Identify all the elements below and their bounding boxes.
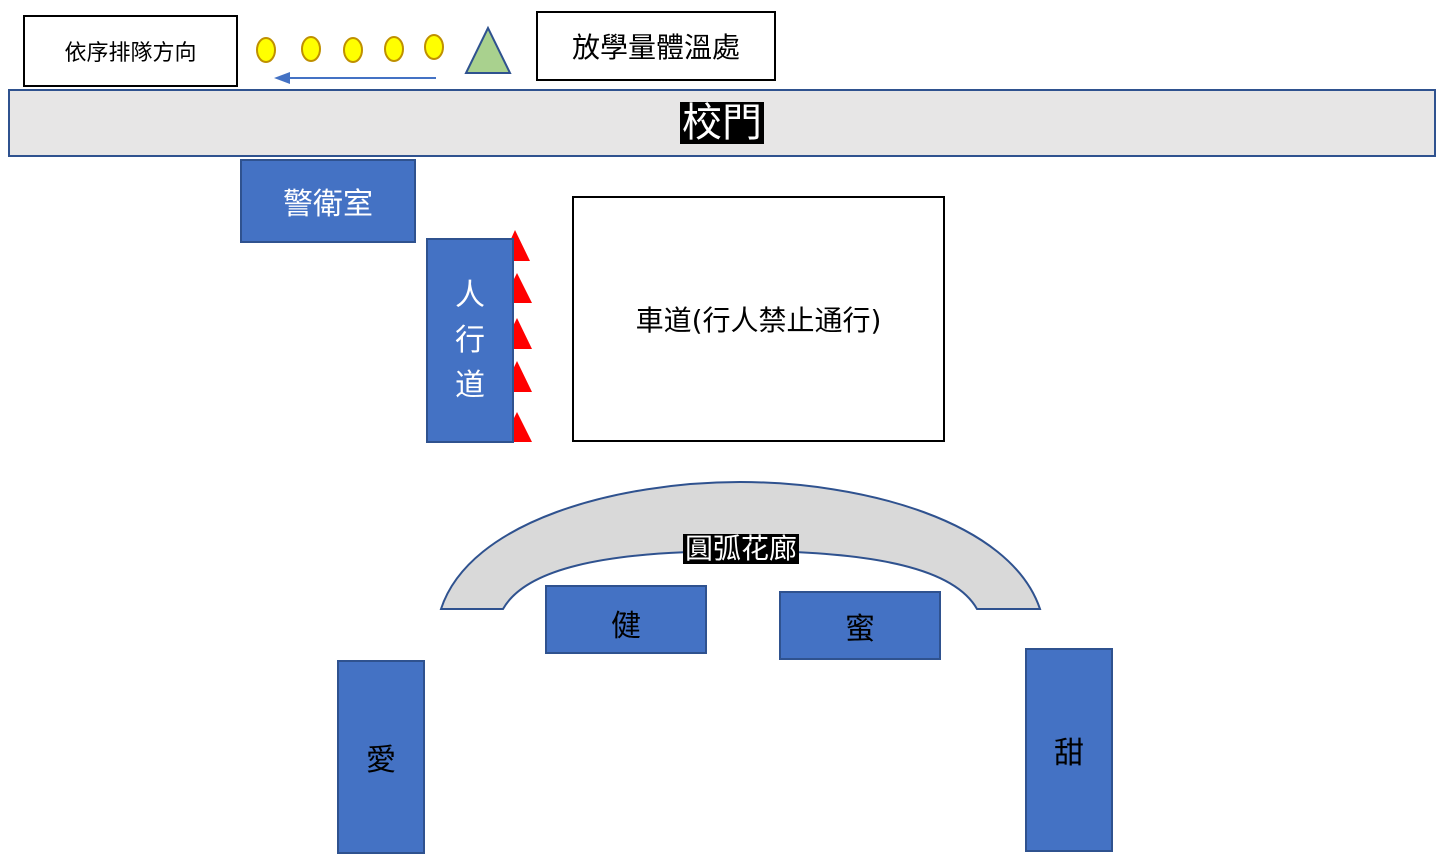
sidewalk: 人 行 道 [426,238,514,443]
school-gate: 校門 [8,89,1436,157]
building-mi-label: 蜜 [845,612,875,647]
building-jian-label: 健 [611,609,641,644]
temp-station-triangle-icon [464,25,512,74]
driveway-label: 車道(行人禁止通行) [635,304,882,337]
queue-dot-icon [343,37,363,63]
queue-dot-icon [384,36,404,62]
guard-room-label: 警衛室 [283,187,373,222]
temp-station-label: 放學量體溫處 [536,11,776,81]
building-tian-label: 甜 [1054,736,1084,771]
guard-room: 警衛室 [240,159,416,243]
temp-station-text: 放學量體溫處 [571,31,740,64]
building-ai-label: 愛 [366,743,396,778]
building-ai: 愛 [337,660,425,854]
sidewalk-label-char: 人 [455,278,485,313]
queue-dot-icon [301,36,321,62]
queue-dot-icon [424,34,444,60]
driveway: 車道(行人禁止通行) [572,196,945,442]
school-gate-label: 校門 [680,100,764,146]
sidewalk-label-char: 行 [455,323,485,358]
building-mi: 蜜 [779,591,941,660]
queue-direction-text: 依序排隊方向 [64,41,197,66]
queue-dot-icon [256,37,276,63]
corridor-label-wrap: 圓弧花廊 [676,529,806,569]
queue-direction-label: 依序排隊方向 [23,15,238,87]
arrow-left-icon [274,72,436,84]
sidewalk-label-char: 道 [455,368,485,403]
building-jian: 健 [545,585,707,654]
building-tian: 甜 [1025,648,1113,852]
corridor-label: 圓弧花廊 [682,532,799,566]
queue-dots [256,34,444,63]
